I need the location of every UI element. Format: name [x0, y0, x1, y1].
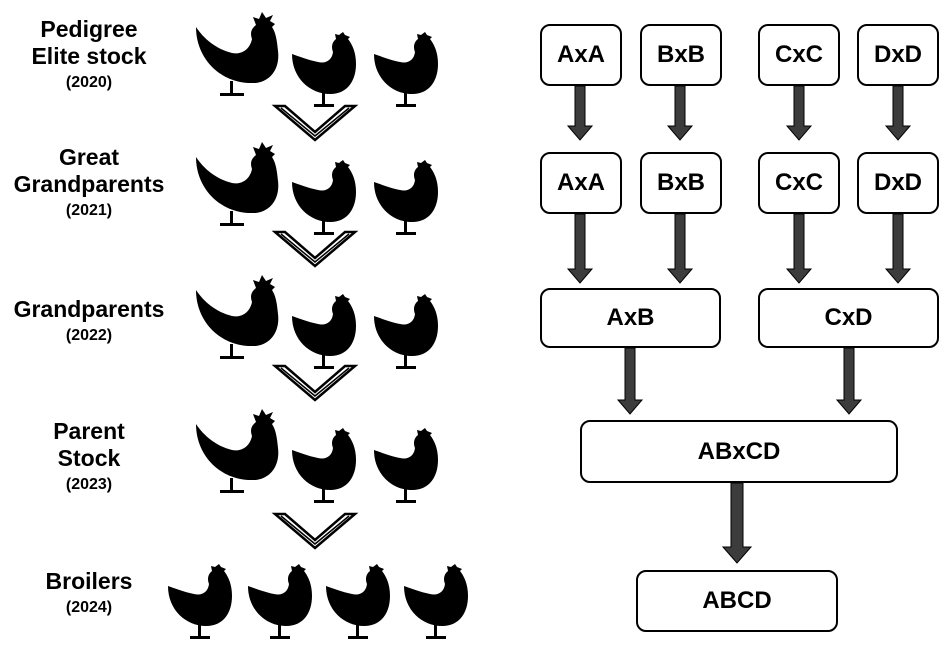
generation-name-line: Great: [58, 144, 120, 170]
hen-icon: [374, 294, 438, 369]
generation-name-line: Grandparents: [13, 296, 165, 322]
hen-icon: [374, 160, 438, 235]
generation-name-line: Elite stock: [31, 43, 147, 69]
arrow-down-icon: [666, 85, 694, 141]
rooster-icon: [196, 142, 279, 226]
cross-box-row4-abcd: ABxCD: [580, 420, 898, 483]
hen-icon: [168, 564, 232, 639]
cross-box-row2-a: AxA: [540, 152, 622, 214]
cross-box-row1-c: CxC: [758, 24, 840, 86]
chevron-down-icon: [273, 364, 357, 402]
arrow-down-icon: [785, 85, 813, 141]
generation-label-parent-stock: Parent Stock (2023): [0, 418, 178, 496]
hen-icon: [292, 428, 356, 503]
cross-box-row5-final: ABCD: [636, 570, 838, 632]
hen-icon: [374, 32, 438, 107]
generation-year: (2021): [65, 202, 113, 219]
arrow-down-icon: [616, 347, 644, 415]
arrow-down-icon: [566, 213, 594, 284]
arrow-down-icon: [721, 482, 753, 564]
cross-box-row2-d: DxD: [857, 152, 939, 214]
cross-box-row2-b: BxB: [640, 152, 722, 214]
hen-icon: [292, 160, 356, 235]
rooster-icon: [196, 409, 279, 493]
chevron-down-icon: [273, 230, 357, 268]
arrow-down-icon: [835, 347, 863, 415]
arrow-down-icon: [884, 85, 912, 141]
hen-icon: [292, 32, 356, 107]
hen-icon: [404, 564, 468, 639]
cross-box-row1-d: DxD: [857, 24, 939, 86]
hen-icon: [326, 564, 390, 639]
generation-name-line: Grandparents: [13, 171, 165, 197]
arrow-down-icon: [666, 213, 694, 284]
generation-year: (2023): [65, 476, 113, 493]
generation-year: (2022): [65, 327, 113, 344]
generation-label-pedigree: Pedigree Elite stock (2020): [0, 16, 178, 94]
cross-box-row1-a: AxA: [540, 24, 622, 86]
generation-name-line: Pedigree: [40, 16, 138, 42]
cross-box-row1-b: BxB: [640, 24, 722, 86]
chevron-down-icon: [273, 512, 357, 550]
generation-year: (2020): [65, 74, 113, 91]
cross-box-row2-c: CxC: [758, 152, 840, 214]
generation-name-line: Broilers: [45, 568, 133, 594]
arrow-down-icon: [785, 213, 813, 284]
rooster-icon: [196, 275, 279, 359]
hen-icon: [292, 294, 356, 369]
rooster-icon: [196, 12, 279, 96]
arrow-down-icon: [884, 213, 912, 284]
generation-name-line: Parent: [53, 418, 125, 444]
arrow-down-icon: [566, 85, 594, 141]
hen-icon: [248, 564, 312, 639]
generation-label-grandparents: Grandparents (2022): [0, 296, 178, 347]
generation-year: (2024): [65, 599, 113, 616]
cross-box-row3-ab: AxB: [540, 288, 721, 348]
cross-box-row3-cd: CxD: [758, 288, 939, 348]
hen-icon: [374, 428, 438, 503]
generation-label-broilers: Broilers (2024): [0, 568, 178, 619]
generation-label-great-grandparents: Great Grandparents (2021): [0, 144, 178, 222]
chevron-down-icon: [273, 104, 357, 142]
generation-name-line: Stock: [57, 445, 121, 471]
